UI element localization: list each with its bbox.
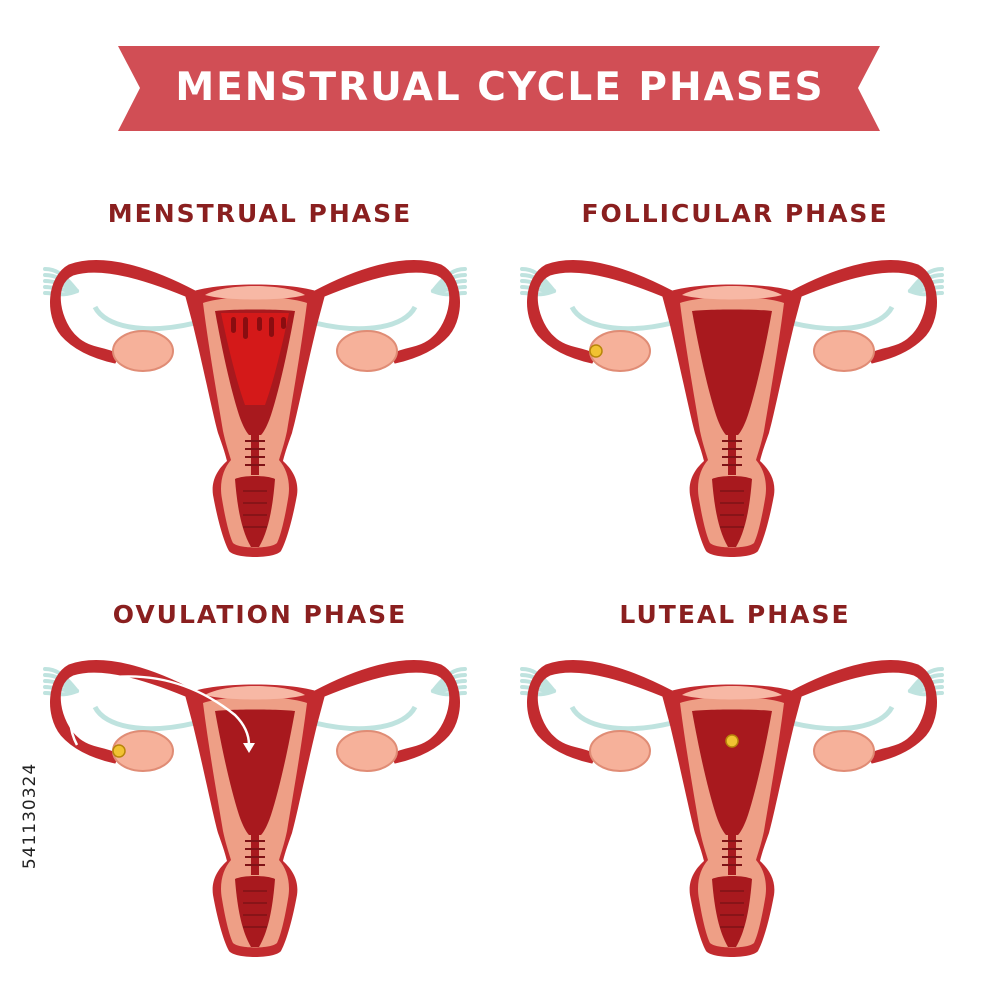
ligament-right <box>314 305 418 332</box>
page-title: MENSTRUAL CYCLE PHASES <box>175 65 825 110</box>
vaginal-canal <box>235 876 275 947</box>
title-ribbon <box>118 46 880 131</box>
egg-path-arrow <box>69 675 251 746</box>
cervical-canal <box>251 835 259 875</box>
ovary-left <box>589 730 651 772</box>
ligament-left <box>569 705 673 732</box>
cervix-ridges <box>722 440 742 466</box>
ligament-left <box>569 305 673 332</box>
uterine-cavity <box>692 709 772 835</box>
uterus-diagram-menstrual <box>43 260 467 557</box>
vaginal-canal <box>712 476 752 547</box>
cervix-ridges <box>245 440 265 466</box>
vaginal-rugae <box>720 890 744 928</box>
uterus-diagram-follicular <box>520 260 944 557</box>
ovary-right <box>336 730 398 772</box>
cervix-ridges <box>245 840 265 866</box>
ligament-right <box>791 705 895 732</box>
fundus <box>682 686 782 700</box>
image-id-text: 541130324 <box>20 762 40 870</box>
vaginal-canal <box>712 876 752 947</box>
ligament-right <box>314 705 418 732</box>
ovary-right <box>813 730 875 772</box>
vaginal-rugae <box>243 490 267 528</box>
fundus <box>205 286 305 300</box>
vaginal-canal <box>235 476 275 547</box>
egg-cell <box>112 744 126 758</box>
ovary-left <box>112 330 174 372</box>
cervical-canal <box>728 835 736 875</box>
vaginal-rugae <box>720 490 744 528</box>
phase-title-menstrual: MENSTRUAL PHASE <box>107 199 413 228</box>
uterine-cavity <box>692 309 772 435</box>
ovary-right <box>813 330 875 372</box>
arrow-head <box>243 743 255 753</box>
cervical-canal <box>251 435 259 475</box>
egg-cell <box>589 344 603 358</box>
ligament-left <box>92 705 196 732</box>
cervical-canal <box>728 435 736 475</box>
menstrual-bleeding <box>221 313 289 405</box>
ligament-right <box>791 305 895 332</box>
uterine-cavity <box>215 709 295 835</box>
uterus-diagram-luteal <box>520 660 944 957</box>
cervix-ridges <box>722 840 742 866</box>
vaginal-rugae <box>243 890 267 928</box>
fundus <box>205 686 305 700</box>
phase-title-ovulation: OVULATION PHASE <box>112 600 408 629</box>
egg-cell <box>725 734 739 748</box>
phase-title-follicular: FOLLICULAR PHASE <box>581 199 889 228</box>
uterus-diagram-ovulation <box>43 660 467 957</box>
ligament-left <box>92 305 196 332</box>
phase-title-luteal: LUTEAL PHASE <box>619 600 851 629</box>
fundus <box>682 286 782 300</box>
ovary-right <box>336 330 398 372</box>
